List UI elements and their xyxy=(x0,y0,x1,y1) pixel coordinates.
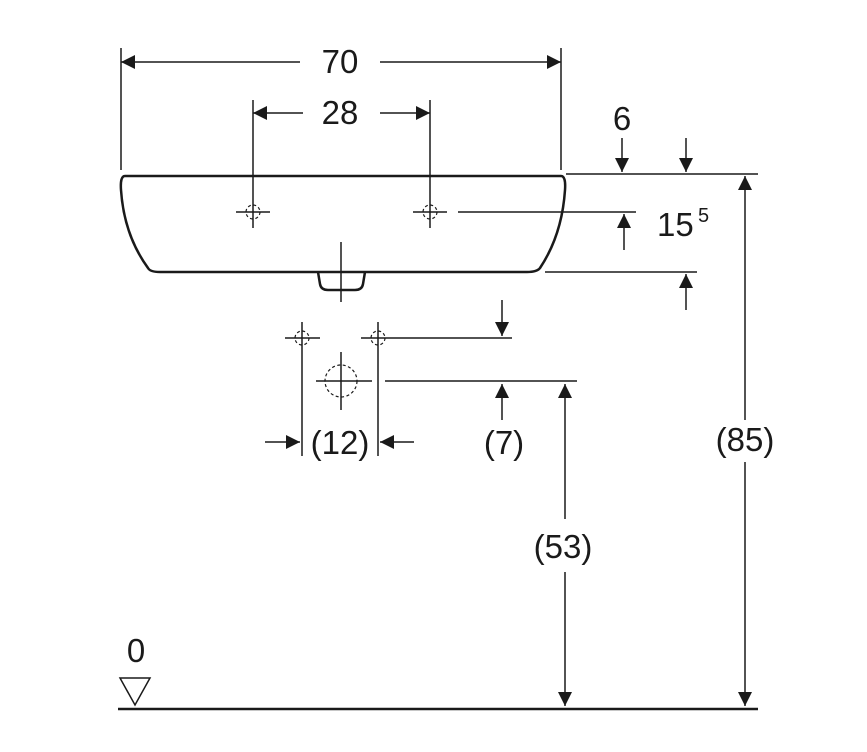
floor-level-label: 0 xyxy=(127,632,145,669)
tap-hole-height-superscript: 5 xyxy=(698,205,709,227)
waste-connection-left-icon xyxy=(285,322,320,355)
top-offset-label: 6 xyxy=(613,100,631,137)
dimension-top-offset: 6 xyxy=(566,100,758,175)
tap-hole-right-icon xyxy=(413,190,447,228)
dimension-rim-height: (85) xyxy=(716,176,775,706)
dimension-waste-height: (53) xyxy=(534,384,593,706)
overall-width-label: 70 xyxy=(322,43,359,80)
waste-spacing-label: (12) xyxy=(311,424,370,461)
waste-connection-right-icon xyxy=(361,322,512,355)
dimension-tap-hole-height: 15 5 xyxy=(458,205,709,310)
dimension-waste-spacing: (12) xyxy=(265,355,414,461)
waste-outlet-icon xyxy=(316,352,577,410)
dimension-tap-hole-spacing: 28 xyxy=(252,94,431,190)
floor-level-icon xyxy=(118,677,152,707)
dimension-overall-width: 70 xyxy=(120,43,562,170)
basin-outline xyxy=(119,174,567,302)
dimension-waste-offset: (7) xyxy=(484,300,524,461)
waste-offset-label: (7) xyxy=(484,424,524,461)
tap-hole-spacing-label: 28 xyxy=(322,94,359,131)
waste-height-label: (53) xyxy=(534,528,593,565)
tap-hole-left-icon xyxy=(236,190,270,228)
rim-height-label: (85) xyxy=(716,421,775,458)
tap-hole-height-label: 15 xyxy=(657,206,694,243)
